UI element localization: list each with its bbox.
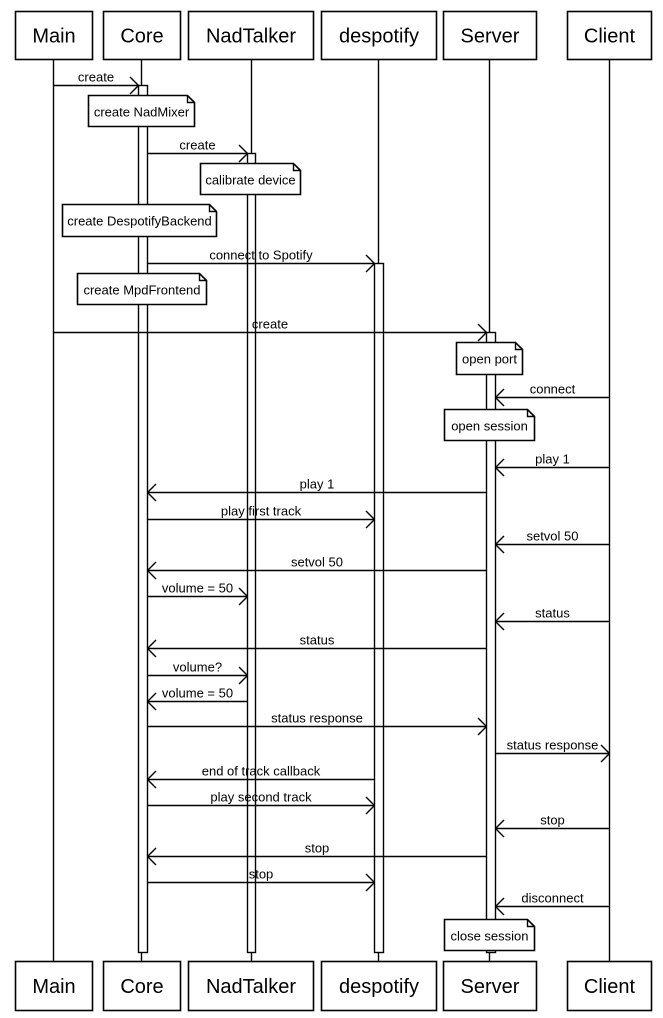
- svg-text:Client: Client: [584, 26, 636, 48]
- svg-text:play 1: play 1: [535, 451, 570, 466]
- svg-text:close session: close session: [450, 929, 528, 944]
- svg-text:Main: Main: [32, 976, 75, 998]
- svg-text:stop: stop: [249, 866, 274, 881]
- svg-text:connect: connect: [530, 381, 576, 396]
- svg-text:despotify: despotify: [339, 976, 419, 998]
- svg-text:volume?: volume?: [173, 659, 222, 674]
- svg-text:end of track callback: end of track callback: [202, 763, 321, 778]
- svg-text:setvol 50: setvol 50: [526, 528, 578, 543]
- svg-text:play second track: play second track: [210, 789, 312, 804]
- svg-text:NadTalker: NadTalker: [206, 976, 296, 998]
- svg-text:play first track: play first track: [221, 503, 302, 518]
- svg-text:Server: Server: [461, 976, 520, 998]
- svg-text:create DespotifyBackend: create DespotifyBackend: [67, 214, 212, 229]
- svg-text:open port: open port: [462, 352, 517, 367]
- svg-text:disconnect: disconnect: [521, 890, 584, 905]
- svg-text:volume = 50: volume = 50: [162, 580, 233, 595]
- svg-text:status response: status response: [507, 737, 599, 752]
- svg-text:create NadMixer: create NadMixer: [94, 105, 190, 120]
- svg-text:open session: open session: [451, 419, 528, 434]
- svg-text:NadTalker: NadTalker: [206, 26, 296, 48]
- svg-text:Server: Server: [461, 26, 520, 48]
- svg-text:create: create: [252, 316, 288, 331]
- svg-text:calibrate device: calibrate device: [205, 173, 295, 188]
- svg-text:stop: stop: [305, 840, 330, 855]
- svg-text:status response: status response: [271, 710, 363, 725]
- svg-text:stop: stop: [540, 812, 565, 827]
- svg-text:status: status: [535, 605, 570, 620]
- svg-text:despotify: despotify: [339, 26, 419, 48]
- svg-text:create: create: [78, 69, 114, 84]
- svg-text:Core: Core: [120, 976, 163, 998]
- svg-text:Main: Main: [32, 26, 75, 48]
- svg-text:play 1: play 1: [300, 476, 335, 491]
- svg-text:setvol 50: setvol 50: [291, 554, 343, 569]
- svg-text:volume = 50: volume = 50: [162, 685, 233, 700]
- svg-text:Core: Core: [120, 26, 163, 48]
- svg-text:connect to Spotify: connect to Spotify: [209, 247, 313, 262]
- svg-text:Client: Client: [584, 976, 636, 998]
- svg-text:create MpdFrontend: create MpdFrontend: [83, 283, 200, 298]
- svg-text:status: status: [300, 632, 335, 647]
- svg-text:create: create: [179, 137, 215, 152]
